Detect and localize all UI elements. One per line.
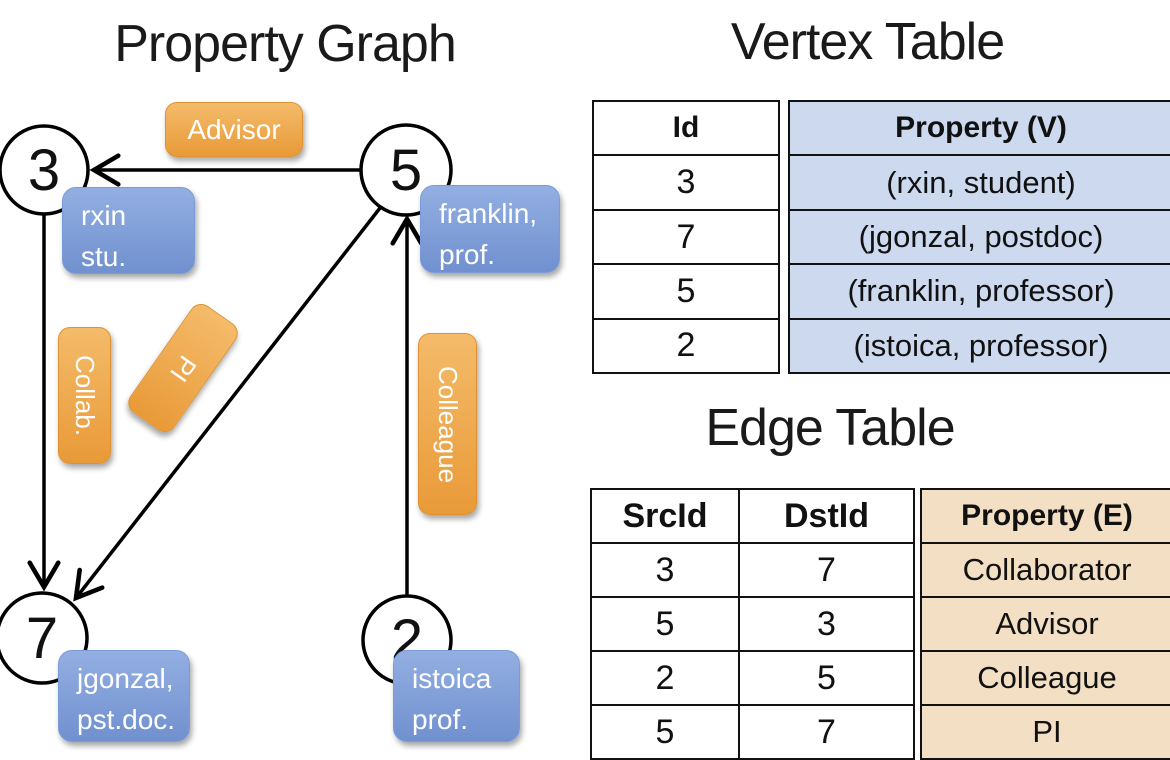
vertex-table-property-header: Property (V) — [895, 111, 1067, 145]
node-id-5: 5 — [389, 137, 423, 203]
vertex-table-id-column: Id 3 7 5 2 — [592, 100, 780, 374]
vertex-table-id-cell: 2 — [594, 317, 778, 372]
edge-table-src-header: SrcId — [622, 496, 708, 535]
edge-label-advisor: Advisor — [165, 102, 303, 157]
edge-table-src-cell: 5 — [655, 712, 675, 751]
edge-label-colleague-text: Colleague — [433, 365, 463, 483]
edge-label-pi-text: PI — [164, 349, 203, 387]
edge-table-property-header: Property (E) — [961, 499, 1133, 532]
vertex-label-2: istoica prof. — [393, 650, 520, 742]
edge-table-dst-header: DstId — [738, 490, 913, 542]
edge-table-dst-cell: 7 — [738, 706, 913, 758]
edge-table-row: 5 3 — [592, 596, 913, 650]
vertex-table-property-column: Property (V) (rxin, student) (jgonzal, p… — [788, 100, 1170, 374]
edge-table-dst-cell: 3 — [738, 598, 913, 650]
edge-table-src-cell: 3 — [655, 550, 675, 589]
vertex-table-id-cell: 5 — [594, 263, 778, 317]
edge-table-src-cell: 5 — [655, 604, 675, 643]
vertex-label-7: jgonzal, pst.doc. — [58, 650, 190, 742]
vertex-label-5-line1: franklin, — [439, 198, 538, 229]
edge-table-row: 2 5 — [592, 650, 913, 704]
vertex-table-property-cell: (istoica, professor) — [790, 317, 1170, 372]
edge-table-row: 5 7 — [592, 704, 913, 758]
edge-label-advisor-text: Advisor — [187, 113, 281, 145]
vertex-label-7-line2: pst.doc. — [77, 703, 176, 735]
edge-table-property-cell: PI — [922, 704, 1170, 758]
vertex-label-5: franklin, prof. — [420, 185, 560, 273]
edge-table-property-cell: Colleague — [922, 650, 1170, 704]
vertex-table-id-header: Id — [672, 111, 700, 145]
edge-table-property-column: Property (E) Collaborator Advisor Collea… — [920, 488, 1170, 760]
vertex-label-5-line2: prof. — [439, 238, 496, 270]
vertex-label-2-line1: istoica — [412, 663, 492, 694]
vertex-label-3-line2: stu. — [81, 240, 127, 272]
vertex-table-id-cell: 7 — [594, 208, 778, 263]
node-id-3: 3 — [27, 137, 61, 203]
edge-table-property-cell: Collaborator — [922, 542, 1170, 596]
edge-table-dst-cell: 5 — [738, 652, 913, 704]
vertex-label-2-line2: prof. — [412, 703, 469, 735]
edge-table-row: 3 7 — [592, 542, 913, 596]
vertex-table-id-cell: 3 — [594, 154, 778, 208]
edge-label-collab: Collab. — [58, 327, 111, 464]
edge-table-title: Edge Table — [705, 399, 955, 457]
edge-table-src-cell: 2 — [655, 658, 675, 697]
vertex-label-7-line1: jgonzal, — [77, 663, 174, 694]
node-id-7: 7 — [25, 605, 59, 671]
edge-table-dst-cell: 7 — [738, 544, 913, 596]
edge-table-header-row: SrcId DstId — [592, 490, 913, 542]
vertex-table-property-cell: (jgonzal, postdoc) — [790, 208, 1170, 263]
edge-table-id-columns: SrcId DstId 3 7 5 3 2 5 5 7 — [590, 488, 915, 760]
vertex-table-property-cell: (franklin, professor) — [790, 263, 1170, 317]
edge-label-collab-text: Collab. — [70, 355, 100, 436]
vertex-table-property-cell: (rxin, student) — [790, 154, 1170, 208]
edge-label-colleague: Colleague — [418, 333, 477, 515]
property-graph-title: Property Graph — [114, 15, 457, 73]
edge-table-property-cell: Advisor — [922, 596, 1170, 650]
edge-line-5-7 — [73, 206, 382, 602]
vertex-label-3: rxin stu. — [62, 187, 195, 274]
vertex-label-3-line1: rxin — [81, 200, 127, 231]
vertex-table-title: Vertex Table — [730, 13, 1005, 71]
